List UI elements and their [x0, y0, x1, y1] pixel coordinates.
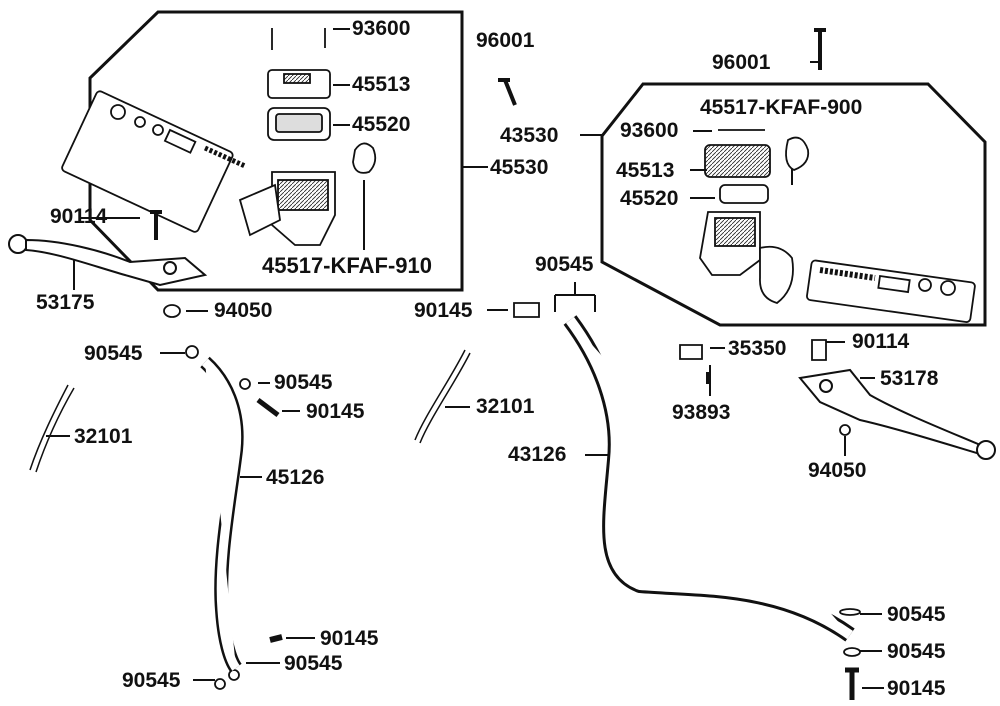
label-90545-left-2: 90545	[274, 371, 333, 394]
label-45126: 45126	[266, 466, 325, 489]
label-90145-left-1: 90145	[306, 400, 365, 423]
label-93600-right: 93600	[620, 119, 679, 142]
label-45517-kfaf-900: 45517-KFAF-900	[700, 96, 863, 119]
left-brake-lever	[8, 234, 208, 287]
label-90145-right: 90145	[887, 677, 946, 700]
label-90545-right-1: 90545	[887, 603, 946, 626]
left-master-cylinder-frame	[88, 10, 464, 292]
right-brake-lever	[798, 368, 996, 460]
label-90145-middle: 90145	[414, 299, 473, 322]
label-90545-top: 90545	[535, 253, 594, 276]
label-90114-left: 90114	[50, 205, 108, 228]
left-master-cylinder-parts	[61, 28, 377, 246]
label-45530: 45530	[490, 156, 549, 179]
label-45517-kfaf-910: 45517-KFAF-910	[262, 253, 432, 278]
label-90545-left-3: 90545	[284, 652, 343, 675]
left-brake-hose	[200, 356, 244, 673]
switch-wires	[29, 349, 471, 473]
label-43126: 43126	[508, 443, 567, 466]
label-45513-right: 45513	[616, 159, 675, 182]
label-90114-right: 90114	[852, 330, 910, 353]
right-master-cylinder-parts	[699, 129, 976, 323]
right-brake-hose	[563, 315, 855, 642]
label-93893: 93893	[672, 401, 731, 424]
label-90545-left-1: 90545	[84, 342, 143, 365]
label-90545-right-2: 90545	[887, 640, 946, 663]
label-32101-left: 32101	[74, 425, 133, 448]
label-32101-middle: 32101	[476, 395, 535, 418]
label-96001-left: 96001	[476, 29, 535, 52]
label-35350: 35350	[728, 337, 787, 360]
label-45520-left: 45520	[352, 113, 411, 136]
label-53178: 53178	[880, 367, 939, 390]
hardware	[150, 28, 861, 700]
label-94050-right: 94050	[808, 459, 867, 482]
label-90545-left-4: 90545	[122, 669, 181, 692]
label-43530: 43530	[500, 124, 559, 147]
label-96001-right: 96001	[712, 51, 771, 74]
right-master-cylinder-frame	[600, 82, 987, 327]
label-90145-left-2: 90145	[320, 627, 379, 650]
label-93600-top: 93600	[352, 17, 411, 40]
label-45513-left: 45513	[352, 73, 411, 96]
label-45520-right: 45520	[620, 187, 679, 210]
label-53175: 53175	[36, 291, 95, 314]
label-94050-left: 94050	[214, 299, 273, 322]
